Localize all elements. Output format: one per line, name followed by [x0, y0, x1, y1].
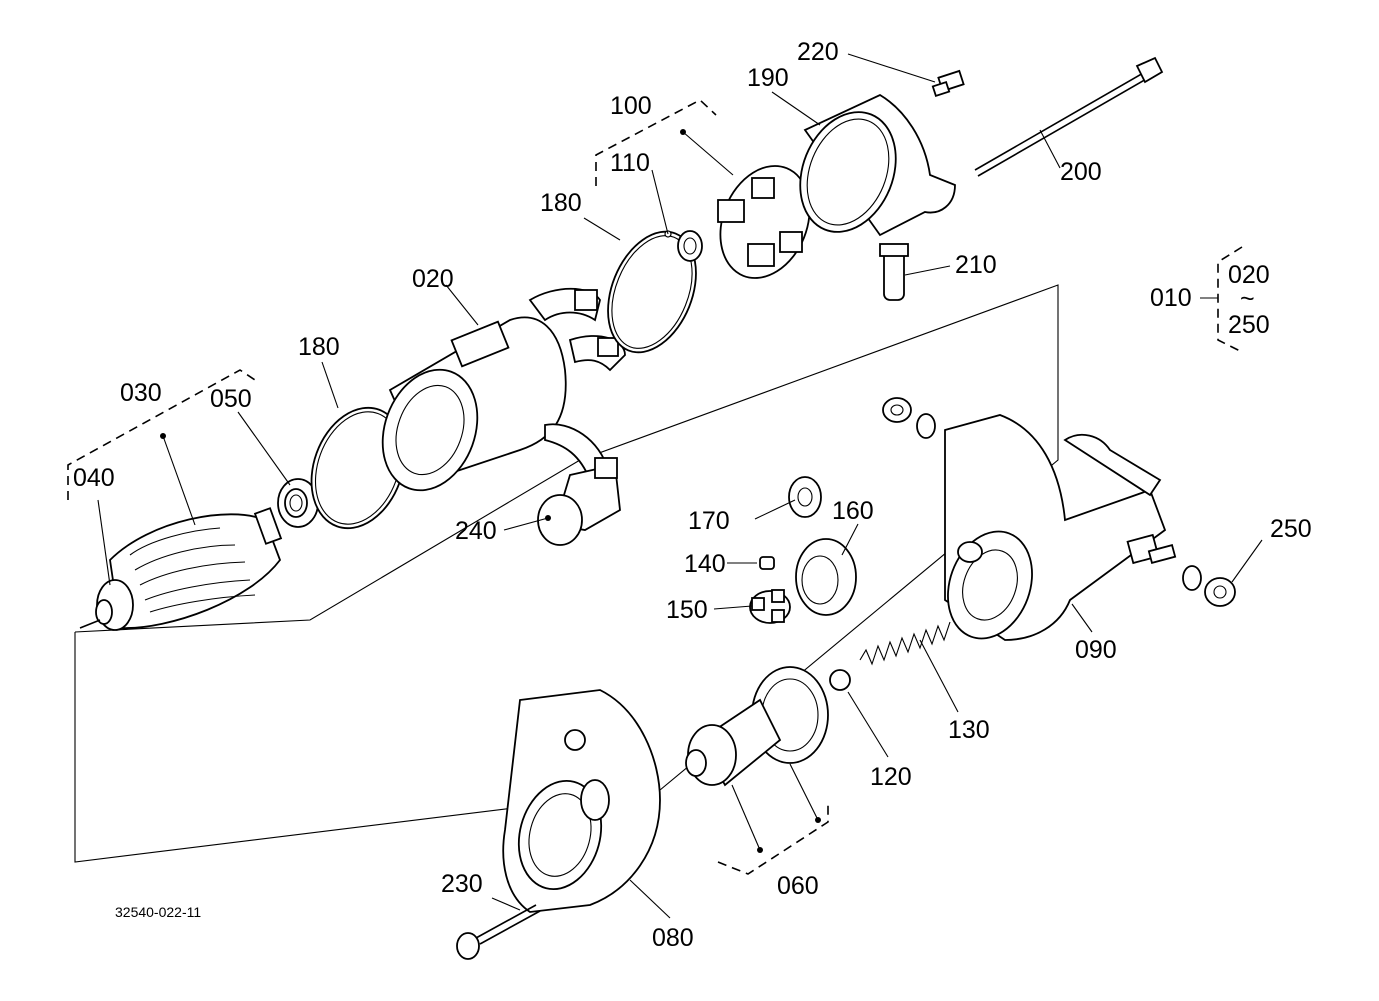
label-210: 210	[955, 251, 997, 279]
drawing-number: 32540-022-11	[115, 904, 201, 920]
label-110: 110	[610, 149, 650, 177]
label-010: 010	[1150, 284, 1192, 312]
drive-housing-part	[944, 414, 1167, 641]
label-250-range: 250	[1228, 311, 1270, 339]
brush-holder-part	[717, 165, 811, 279]
bolt-250-part	[1126, 533, 1236, 607]
label-230: 230	[441, 870, 483, 898]
label-150: 150	[666, 596, 708, 624]
range-symbol: ~	[1240, 285, 1255, 313]
gear-160-part	[795, 538, 857, 616]
retainer-150-part	[749, 589, 791, 624]
label-030: 030	[120, 379, 162, 407]
label-160: 160	[832, 497, 874, 525]
label-240: 240	[455, 517, 497, 545]
label-040: 040	[73, 464, 115, 492]
label-020-range: 020	[1228, 261, 1270, 289]
label-090: 090	[1075, 636, 1117, 664]
group-bracket-060	[717, 800, 829, 875]
yoke-part	[381, 287, 626, 492]
label-050: 050	[210, 385, 252, 413]
magnetic-switch-part	[537, 457, 621, 546]
armature-part	[79, 507, 283, 631]
screw-220-part	[931, 69, 965, 98]
nut-washer-upper	[882, 397, 936, 439]
label-200: 200	[1060, 158, 1102, 186]
label-100: 100	[610, 92, 652, 120]
assembly-outline	[74, 284, 1059, 863]
label-220: 220	[797, 38, 839, 66]
through-bolt-part	[974, 56, 1164, 177]
roller-140-part	[759, 556, 775, 570]
screw-230-part	[456, 904, 541, 960]
label-180-right: 180	[540, 189, 582, 217]
o-ring-right	[607, 230, 697, 354]
label-120: 120	[870, 763, 912, 791]
label-250: 250	[1270, 515, 1312, 543]
group-bracket-100	[595, 99, 717, 186]
range-bracket-010	[1217, 246, 1243, 353]
label-190: 190	[747, 64, 789, 92]
bearing-small-part	[664, 230, 703, 262]
group-bracket-030	[67, 369, 259, 500]
gear-170-part	[788, 476, 822, 518]
label-020: 020	[412, 265, 454, 293]
label-140: 140	[684, 550, 726, 578]
ball-120-part	[829, 669, 851, 691]
terminal-210-part	[879, 243, 909, 301]
spring-130-part	[859, 621, 951, 666]
front-bracket-part	[502, 689, 661, 913]
clutch-pinion-part	[685, 666, 829, 787]
label-060: 060	[777, 872, 819, 900]
label-130: 130	[948, 716, 990, 744]
label-080: 080	[652, 924, 694, 952]
label-170: 170	[688, 507, 730, 535]
label-180-left: 180	[298, 333, 340, 361]
rear-cover-part	[799, 93, 956, 237]
